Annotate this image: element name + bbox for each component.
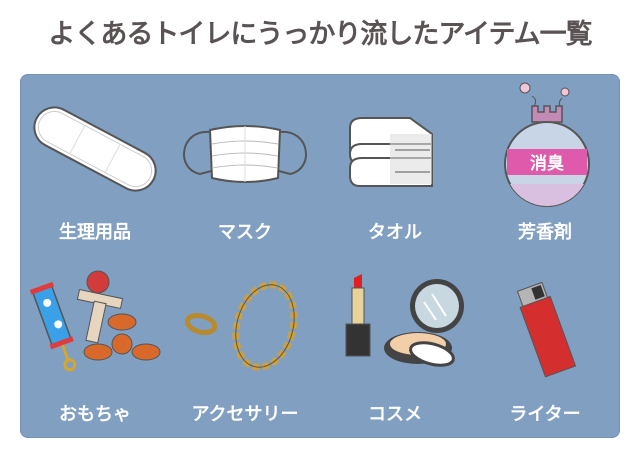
- item-label: 生理用品: [59, 222, 131, 243]
- item-label: おもちゃ: [59, 404, 131, 425]
- cosmetics-icon: [345, 274, 464, 367]
- air-freshener-icon: 消臭: [504, 82, 590, 207]
- svg-text:消臭: 消臭: [530, 153, 564, 174]
- item-toys: おもちゃ: [20, 256, 170, 438]
- items-panel: 生理用品 マスク タオル: [20, 74, 620, 438]
- item-air-freshener: 消臭 芳香剤: [470, 74, 620, 256]
- item-accessories: アクセサリー: [170, 256, 320, 438]
- lighter-icon: [516, 281, 577, 378]
- jewelry-icon: [184, 281, 298, 371]
- page-title: よくあるトイレにうっかり流したアイテム一覧: [48, 19, 592, 50]
- item-label: 芳香剤: [518, 222, 572, 243]
- item-mask: マスク: [170, 74, 320, 256]
- item-label: アクセサリー: [191, 404, 299, 425]
- item-cosmetics: コスメ: [320, 256, 470, 438]
- item-label: マスク: [218, 222, 272, 243]
- item-label: コスメ: [368, 404, 422, 425]
- face-mask-icon: [183, 125, 307, 183]
- item-label: ライター: [509, 404, 581, 425]
- item-towel: タオル: [320, 74, 470, 256]
- item-lighter: ライター: [470, 256, 620, 438]
- sanitary-pad-icon: [33, 106, 157, 192]
- item-sanitary-products: 生理用品: [20, 74, 170, 256]
- folded-towel-icon: [349, 117, 433, 187]
- toys-icon: [29, 270, 161, 372]
- item-label: タオル: [368, 222, 422, 243]
